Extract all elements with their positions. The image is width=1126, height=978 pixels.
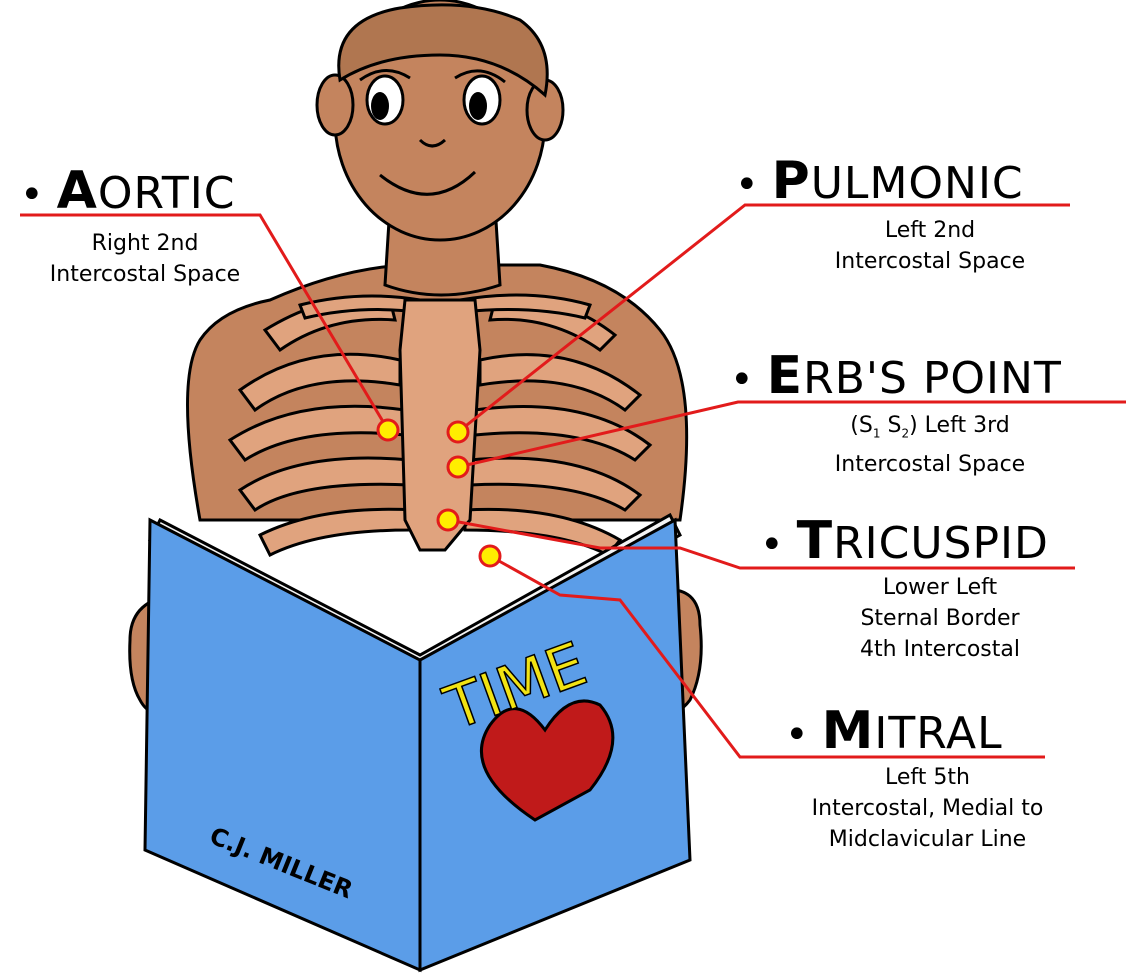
mitral-title: •MITRAL [785,705,1003,757]
erbs-title: •ERB'S POINT [730,350,1062,402]
tricuspid-point [438,510,458,530]
aortic-description: Right 2nd Intercostal Space [15,228,275,290]
pupil-right [469,92,487,120]
ear-left [317,75,353,135]
mitral-description: Left 5th Intercostal, Medial to Midclavi… [775,762,1080,855]
book-cover-left [145,520,420,970]
aortic-point [378,420,398,440]
erbs-point [448,457,468,477]
tricuspid-title: •TRICUSPID [760,515,1049,567]
pulmonic-point [448,422,468,442]
pupil-left [371,92,389,120]
pulmonic-description: Left 2nd Intercostal Space [800,215,1060,277]
mitral-point [480,546,500,566]
tricuspid-description: Lower Left Sternal Border 4th Intercosta… [810,572,1070,665]
erbs-description: (S1 S2) Left 3rd Intercostal Space [800,410,1060,480]
aortic-title: •AORTIC [20,165,235,217]
pulmonic-title: •PULMONIC [735,155,1024,207]
